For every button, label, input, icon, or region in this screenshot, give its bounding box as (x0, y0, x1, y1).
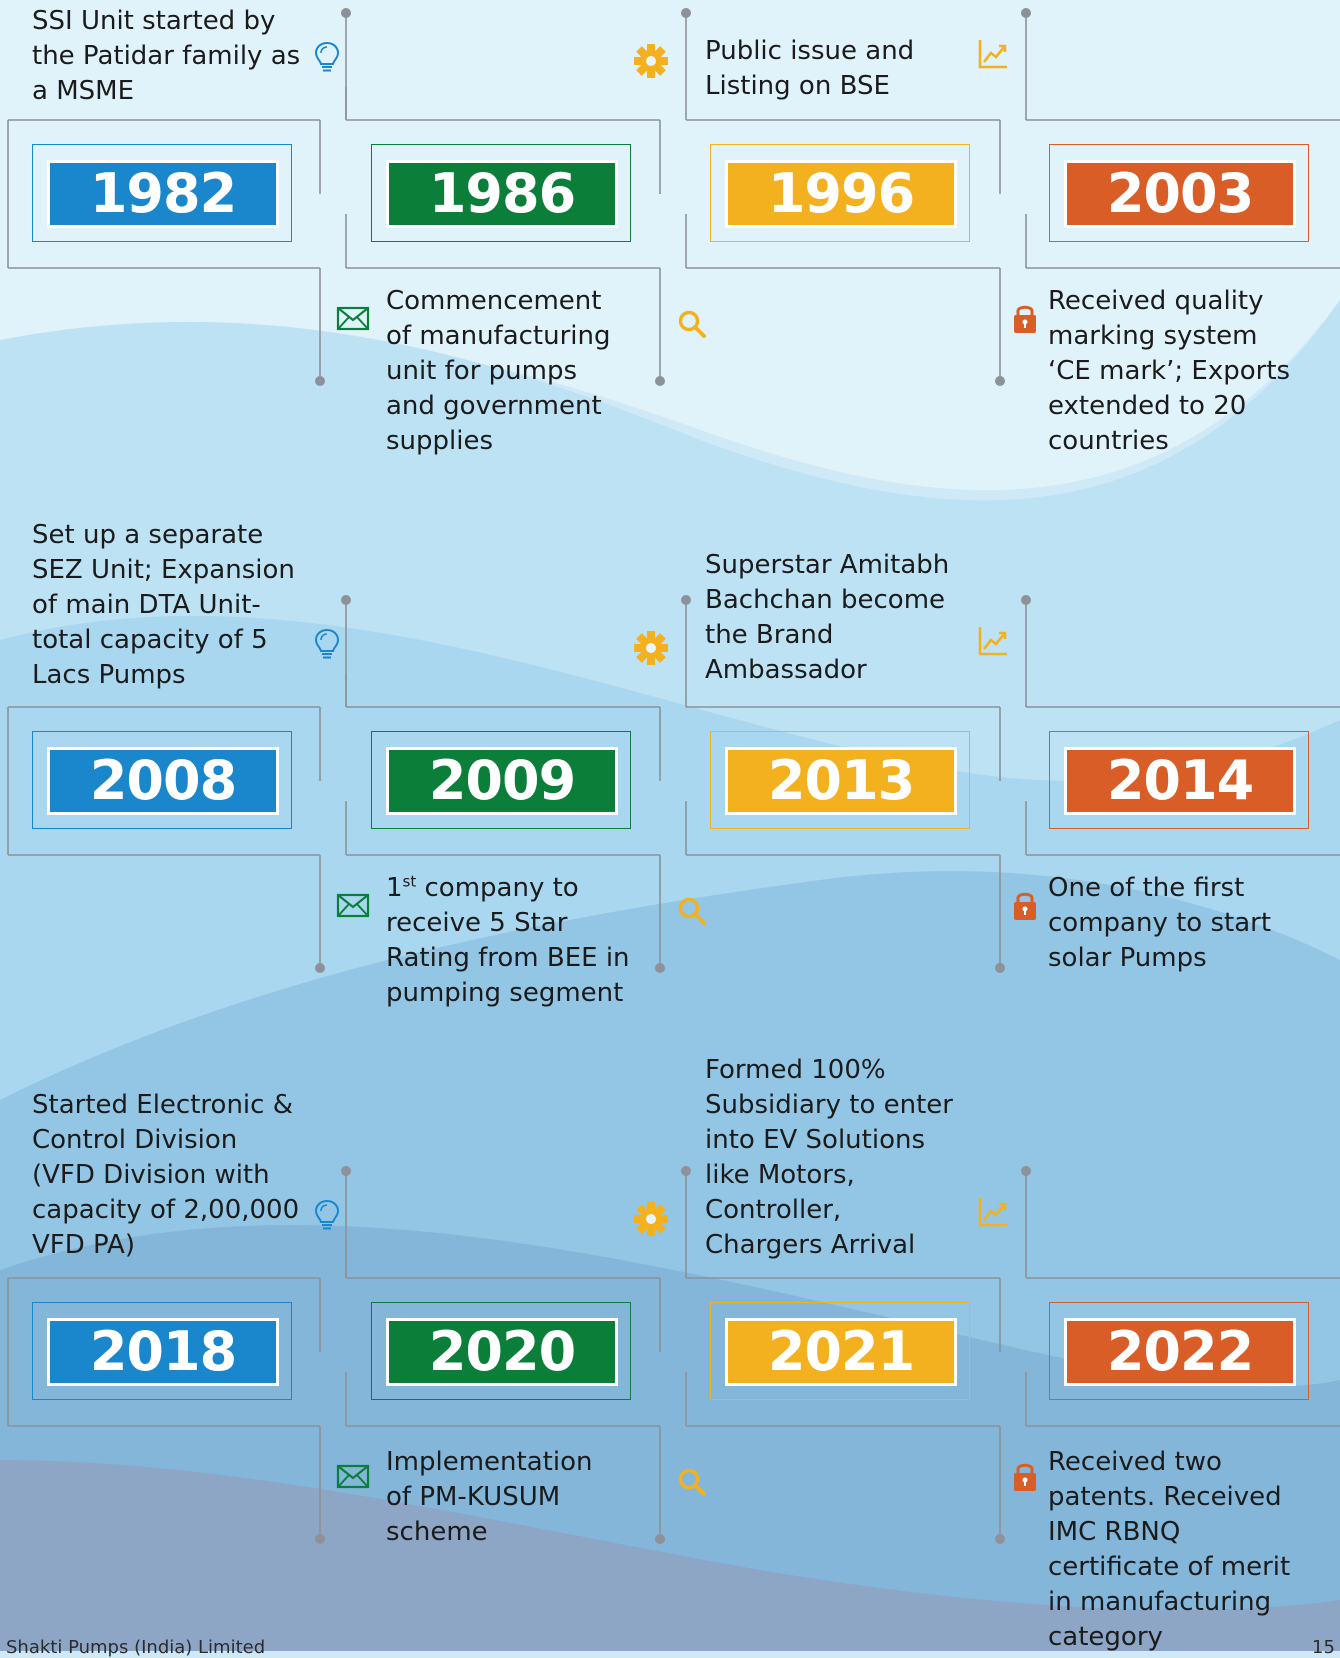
year-label: 2018 (47, 1318, 279, 1386)
year-label: 2009 (386, 747, 618, 815)
lightbulb-icon (310, 40, 344, 74)
year-frame: 2021 (710, 1302, 970, 1400)
padlock-icon (1008, 301, 1042, 335)
year-frame: 2014 (1049, 731, 1309, 829)
year-label: 1996 (725, 160, 957, 228)
milestone-description: Formed 100% Subsidiary to enter into EV … (705, 1055, 953, 1260)
milestone-description: Received quality marking system ‘CE mark… (1048, 286, 1291, 456)
milestone-description: Started Electronic & Control Division (V… (32, 1090, 300, 1260)
year-label: 2003 (1064, 160, 1296, 228)
milestone-description: SSI Unit started by the Patidar family a… (32, 6, 301, 106)
gear-icon (634, 631, 668, 665)
envelope-icon (336, 301, 370, 335)
lightbulb-icon (310, 1198, 344, 1232)
year-label: 2021 (725, 1318, 957, 1386)
year-frame: 2018 (32, 1302, 292, 1400)
connector-dot (315, 1534, 325, 1544)
milestone-description: Set up a separate SEZ Unit; Expansion of… (32, 520, 295, 690)
search-icon (675, 1465, 709, 1499)
padlock-icon (1008, 1459, 1042, 1493)
year-label: 2008 (47, 747, 279, 815)
page-number: 15 (1312, 1637, 1335, 1658)
search-icon (675, 307, 709, 341)
milestone-description: Received two patents. Received IMC RBNQ … (1048, 1447, 1291, 1652)
year-frame: 2003 (1049, 144, 1309, 242)
footer-company: Shakti Pumps (India) Limited (6, 1637, 266, 1658)
envelope-icon (336, 888, 370, 922)
year-frame: 2009 (371, 731, 631, 829)
milestone-description: Superstar Amitabh Bachchan become the Br… (705, 550, 950, 685)
padlock-icon (1008, 888, 1042, 922)
gear-icon (634, 1202, 668, 1236)
envelope-icon (336, 1459, 370, 1493)
search-icon (675, 894, 709, 928)
milestone-description: Commencement of manufacturing unit for p… (386, 286, 611, 456)
year-label: 2020 (386, 1318, 618, 1386)
year-frame: 1996 (710, 144, 970, 242)
connector-dot (995, 376, 1005, 386)
lightbulb-icon (310, 627, 344, 661)
milestone-description: Implementation of PM-KUSUM scheme (386, 1447, 593, 1547)
milestone-description: One of the first company to start solar … (1048, 873, 1272, 973)
year-frame: 2020 (371, 1302, 631, 1400)
year-label: 2013 (725, 747, 957, 815)
connector-dot (655, 376, 665, 386)
connector-dot (315, 963, 325, 973)
year-label: 2022 (1064, 1318, 1296, 1386)
milestone-description: Public issue and Listing on BSE (705, 36, 915, 101)
connector-dot (655, 963, 665, 973)
milestone-description: 1st company to receive 5 Star Rating fro… (386, 871, 636, 1011)
gear-icon (634, 44, 668, 78)
year-frame: 2013 (710, 731, 970, 829)
year-frame: 1982 (32, 144, 292, 242)
year-label: 2014 (1064, 747, 1296, 815)
description-text: company to receive 5 Star Rating from BE… (386, 873, 630, 1008)
chart-trend-icon (976, 1195, 1010, 1229)
chart-trend-icon (976, 624, 1010, 658)
year-label: 1986 (386, 160, 618, 228)
chart-trend-icon (976, 37, 1010, 71)
description-superscript: st (402, 872, 417, 891)
connector-dot (995, 1534, 1005, 1544)
description-lead: 1 (386, 873, 403, 903)
connector-dot (315, 376, 325, 386)
year-frame: 1986 (371, 144, 631, 242)
connector-dot (995, 963, 1005, 973)
connector-dot (655, 1534, 665, 1544)
year-frame: 2022 (1049, 1302, 1309, 1400)
year-frame: 2008 (32, 731, 292, 829)
year-label: 1982 (47, 160, 279, 228)
